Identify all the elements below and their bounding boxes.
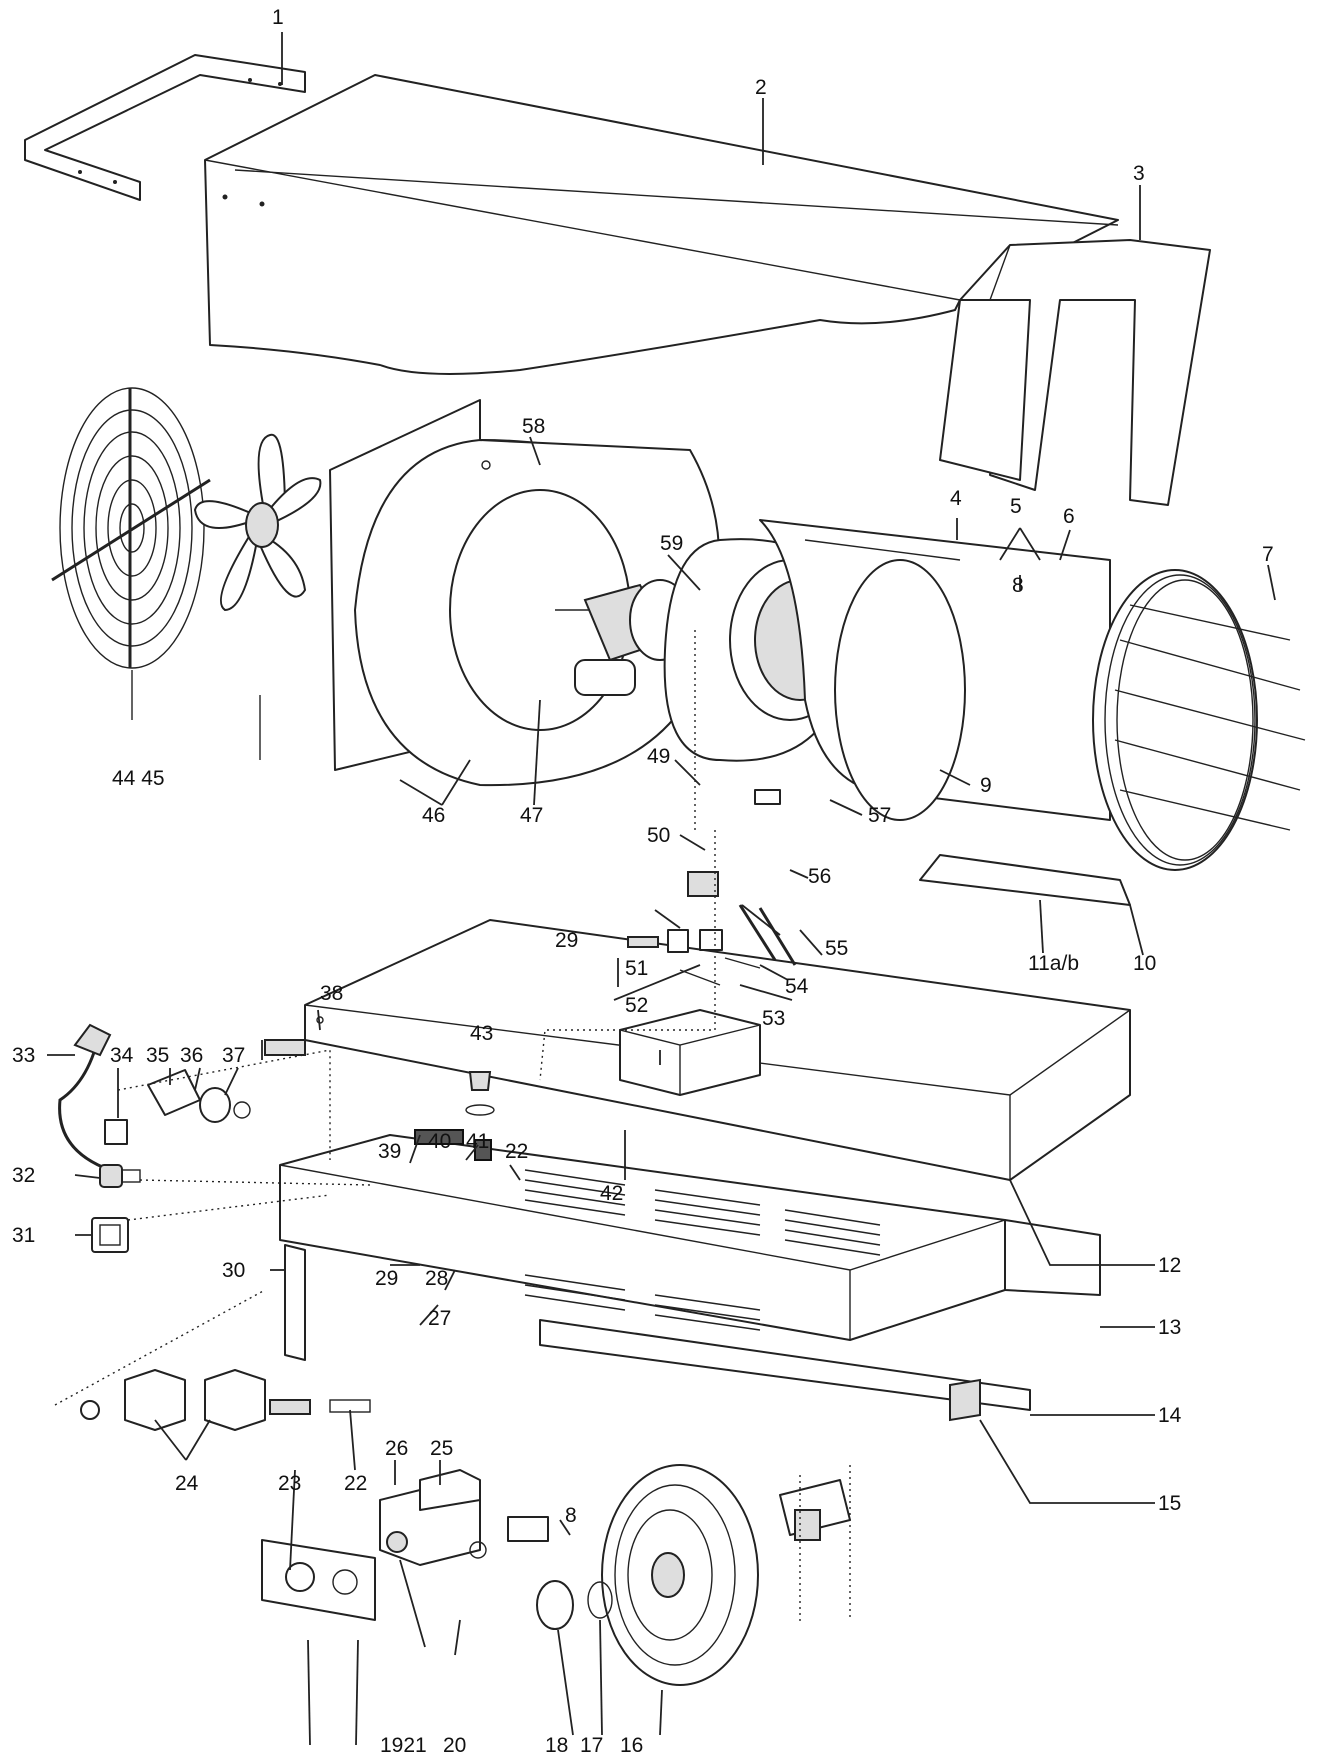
hub-cap bbox=[536, 1580, 574, 1630]
callout-24: 24 bbox=[175, 1472, 199, 1495]
callout-2: 2 bbox=[755, 76, 767, 99]
callout-38: 38 bbox=[320, 982, 343, 1005]
washer bbox=[587, 1581, 613, 1619]
valve-8-lower bbox=[469, 1516, 549, 1559]
callout-55: 55 bbox=[825, 937, 848, 960]
pump-cover bbox=[261, 1539, 376, 1621]
callout-32: 32 bbox=[12, 1164, 35, 1187]
callout-22-lower: 22 bbox=[344, 1472, 367, 1495]
wheel bbox=[601, 1464, 759, 1686]
callout-5: 5 bbox=[1010, 495, 1022, 518]
motor bbox=[555, 579, 691, 696]
callout-4445: 44 45 bbox=[112, 767, 165, 790]
callout-16: 16 bbox=[620, 1734, 643, 1757]
callout-9: 9 bbox=[980, 774, 992, 797]
cable-gland bbox=[99, 1164, 141, 1188]
callout-30: 30 bbox=[222, 1259, 245, 1282]
callout-50: 50 bbox=[647, 824, 670, 847]
callout-53: 53 bbox=[762, 1007, 785, 1030]
axle-bracket bbox=[779, 1465, 851, 1625]
handle-bracket bbox=[24, 54, 306, 201]
callout-23: 23 bbox=[278, 1472, 301, 1495]
callout-43: 43 bbox=[470, 1022, 493, 1045]
callout-54: 54 bbox=[785, 975, 809, 998]
heat-exchanger bbox=[759, 519, 1111, 821]
callouts: 1 2 3 4 5 6 7 8 9 10 11a/b 12 13 14 15 1… bbox=[12, 6, 1274, 1757]
callout-40: 40 bbox=[428, 1130, 451, 1153]
callout-29-upper: 29 bbox=[555, 929, 578, 952]
callout-8-upper: 8 bbox=[1012, 574, 1024, 597]
callout-13: 13 bbox=[1158, 1316, 1181, 1339]
callout-29-lower: 29 bbox=[375, 1267, 398, 1290]
callout-15: 15 bbox=[1158, 1492, 1181, 1515]
callout-33: 33 bbox=[12, 1044, 35, 1067]
callout-6: 6 bbox=[1063, 505, 1075, 528]
callout-8-lower: 8 bbox=[565, 1504, 577, 1527]
thermostat-socket bbox=[104, 1119, 128, 1145]
callout-7: 7 bbox=[1262, 543, 1274, 566]
callout-34: 34 bbox=[110, 1044, 134, 1067]
terminal-block bbox=[414, 1129, 464, 1145]
callout-28: 28 bbox=[425, 1267, 448, 1290]
callout-41: 41 bbox=[466, 1130, 489, 1153]
callout-1: 1 bbox=[272, 6, 284, 29]
callout-31: 31 bbox=[12, 1224, 35, 1247]
callout-59: 59 bbox=[660, 532, 683, 555]
callout-37: 37 bbox=[222, 1044, 245, 1067]
connection-lines bbox=[54, 630, 716, 1406]
callout-26: 26 bbox=[385, 1437, 408, 1460]
top-cover bbox=[204, 74, 1119, 375]
fan-guard bbox=[51, 387, 211, 720]
callout-36: 36 bbox=[180, 1044, 203, 1067]
leader-lines bbox=[47, 32, 1276, 1746]
hose-nozzle bbox=[264, 1039, 306, 1056]
callout-20: 20 bbox=[443, 1734, 466, 1757]
callout-1921: 1921 bbox=[380, 1734, 427, 1757]
callout-11ab: 11a/b bbox=[1028, 952, 1079, 975]
solenoid-valves bbox=[80, 1369, 266, 1431]
callout-14: 14 bbox=[1158, 1404, 1182, 1427]
callout-39: 39 bbox=[378, 1140, 401, 1163]
callout-18: 18 bbox=[545, 1734, 568, 1757]
callout-17: 17 bbox=[580, 1734, 603, 1757]
callout-47: 47 bbox=[520, 804, 543, 827]
callout-49: 49 bbox=[647, 745, 670, 768]
callout-35: 35 bbox=[146, 1044, 169, 1067]
deflector-plate bbox=[919, 854, 1131, 906]
switch bbox=[91, 1217, 129, 1253]
fan-blade bbox=[194, 433, 322, 760]
callout-56: 56 bbox=[808, 865, 831, 888]
callout-4: 4 bbox=[950, 487, 962, 510]
rear-cover bbox=[939, 239, 1211, 506]
burner-fittings bbox=[627, 789, 797, 986]
solenoid bbox=[147, 1069, 201, 1116]
power-cable bbox=[58, 1023, 112, 1172]
callout-12: 12 bbox=[1158, 1254, 1181, 1277]
callout-57: 57 bbox=[868, 804, 891, 827]
callout-58: 58 bbox=[522, 415, 545, 438]
callout-52: 52 bbox=[625, 994, 648, 1017]
callout-22-upper: 22 bbox=[505, 1140, 528, 1163]
lower-chassis bbox=[279, 1134, 1101, 1341]
knob bbox=[199, 1087, 251, 1123]
outlet-grille bbox=[1092, 569, 1306, 871]
callout-27: 27 bbox=[428, 1307, 451, 1330]
callout-10: 10 bbox=[1133, 952, 1156, 975]
callout-42: 42 bbox=[600, 1182, 623, 1205]
callout-51: 51 bbox=[625, 957, 648, 980]
callout-25: 25 bbox=[430, 1437, 453, 1460]
fitting-23 bbox=[269, 1399, 371, 1415]
photocell bbox=[465, 1071, 495, 1116]
ignition-transformer bbox=[619, 1009, 761, 1096]
callout-46: 46 bbox=[422, 804, 445, 827]
callout-3: 3 bbox=[1133, 162, 1145, 185]
base-frame bbox=[284, 1244, 1031, 1422]
